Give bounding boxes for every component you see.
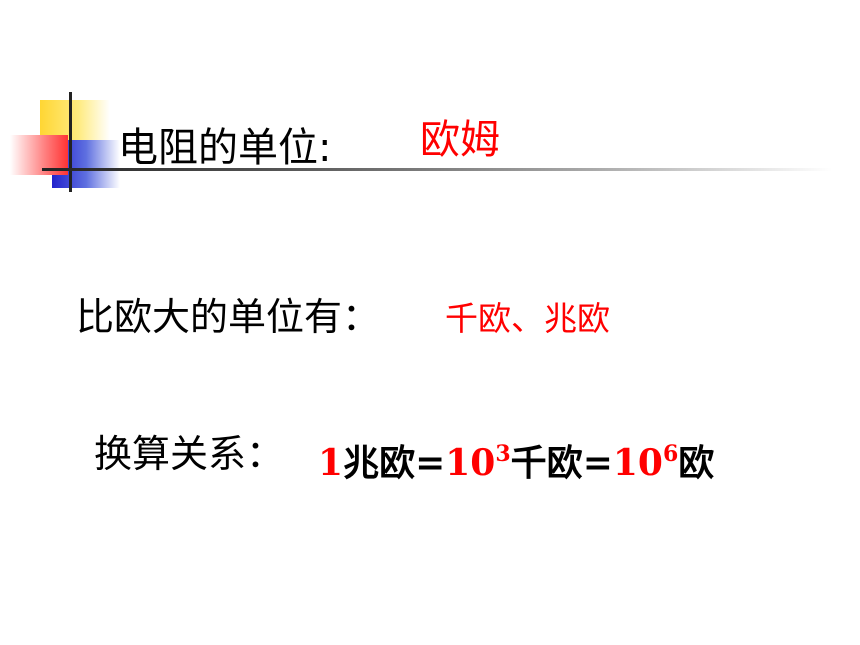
- formula-equals-2: =: [582, 442, 613, 484]
- formula-base-1: 10: [445, 442, 496, 484]
- slide-title: 电阻的单位:: [118, 125, 332, 171]
- formula-kilo-ohm: 千欧: [510, 442, 583, 484]
- title-answer: 欧姆: [420, 117, 500, 163]
- formula-equals-1: =: [415, 442, 446, 484]
- title-ornament-vertical-line: [69, 92, 72, 192]
- formula-ohm: 欧: [678, 442, 715, 484]
- title-underline: [42, 168, 832, 171]
- formula-one: 1: [318, 442, 344, 484]
- larger-units-answer: 千欧、兆欧: [445, 299, 610, 338]
- larger-units-label: 比欧大的单位有：: [76, 295, 381, 339]
- formula-exponent-2: 6: [662, 441, 679, 467]
- formula-exponent-1: 3: [495, 441, 511, 467]
- formula-mega-ohm: 兆欧: [343, 442, 416, 484]
- formula-base-2: 10: [612, 442, 663, 484]
- conversion-formula: 1兆欧=103千欧=106欧: [318, 443, 714, 482]
- conversion-label: 换算关系：: [94, 432, 285, 476]
